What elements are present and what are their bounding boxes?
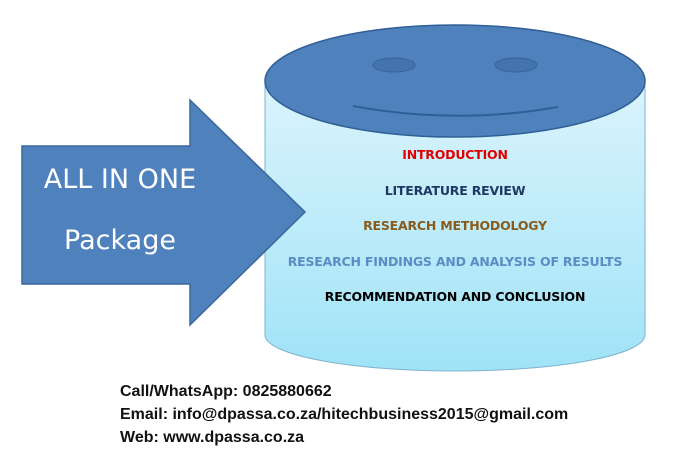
left-eye-icon [372,57,416,73]
contact-phone: Call/WhatsApp: 0825880662 [120,383,332,400]
smile-icon [352,105,559,117]
contact-web: Web: www.dpassa.co.za [120,429,305,446]
section-recommendation: RECOMMENDATION AND CONCLUSION [324,289,586,304]
cylinder-top-face [264,24,646,138]
section-findings: RESEARCH FINDINGS AND ANALYSIS OF RESULT… [287,254,623,269]
section-literature-review: LITERATURE REVIEW [384,183,526,198]
cylinder [264,24,646,372]
section-introduction: INTRODUCTION [402,147,508,162]
section-research-methodology: RESEARCH METHODOLOGY [363,218,547,233]
arrow-line-2: Package [64,225,176,256]
right-eye-icon [494,57,538,73]
contact-email: Email: info@dpassa.co.za/hitechbusiness2… [120,406,569,423]
arrow-shape [21,98,307,327]
arrow-line-1: ALL IN ONE [43,164,197,195]
